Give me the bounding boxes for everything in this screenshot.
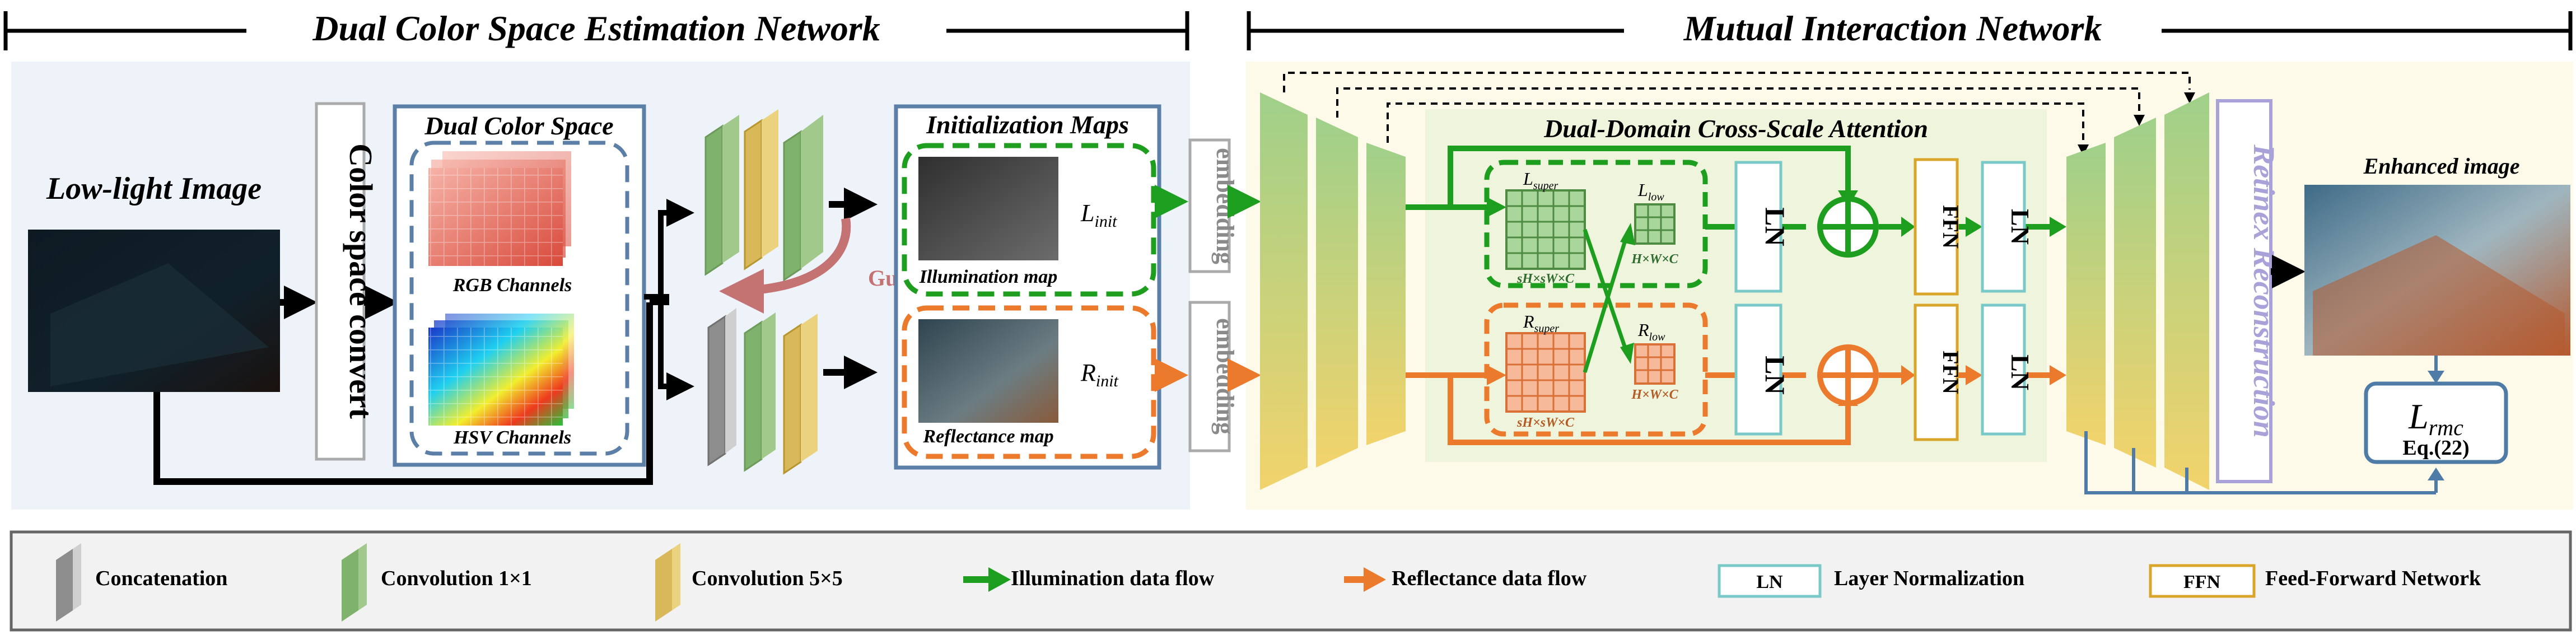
rgb-channels-stack — [428, 151, 571, 266]
legend-conv1-label: Convolution 1×1 — [381, 567, 532, 590]
legend-ffn-swatch — [2149, 564, 2256, 598]
legend-ln-label: Layer Normalization — [1834, 567, 2024, 590]
hsv-channels-label: HSV Channels — [453, 427, 571, 448]
dual-to-conv-arrows — [644, 199, 694, 400]
refl-attention-frame — [1484, 302, 1708, 437]
L-super-symbol: Lsuper — [1523, 169, 1558, 192]
decoder-stack — [2066, 92, 2209, 490]
legend-ln-swatch — [1718, 564, 1822, 598]
R-low-symbol: Rlow — [1637, 320, 1665, 343]
right-section-title: Mutual Interaction Network — [1683, 8, 2102, 48]
color-space-convert-label: Color space convert — [343, 143, 379, 419]
ffn-block-1-label: FFN — [1938, 205, 1963, 249]
legend-ln-badge: LN — [1756, 572, 1783, 592]
guide-arrow — [719, 217, 851, 314]
skip-connections — [1283, 72, 2191, 143]
ln-block-4-label: LN — [2006, 354, 2034, 390]
illumination-map-label: Illumination map — [919, 267, 1058, 287]
right-section-header: Mutual Interaction Network — [1247, 8, 2573, 52]
ln-block-2 — [1734, 304, 1782, 436]
legend-ffn-label: Feed-Forward Network — [2265, 567, 2481, 590]
dual-color-space-inner — [409, 141, 629, 456]
initialization-maps-title: Initialization Maps — [926, 110, 1129, 139]
cross-arrow-illum — [1583, 228, 1629, 354]
legend-concat-label: Concatenation — [95, 567, 227, 590]
dual-color-space-title: Dual Color Space — [424, 111, 613, 140]
ln-block-1 — [1734, 161, 1782, 293]
legend-refl-flow-label: Reflectance data flow — [1392, 567, 1587, 590]
refl-branch-paths — [1406, 372, 2050, 445]
cross-arrow-refl — [1583, 234, 1629, 373]
illumination-map-frame — [902, 143, 1156, 297]
ffn-block-2-label: FFN — [1938, 351, 1963, 394]
legend-conv5-label: Convolution 5×5 — [692, 567, 843, 590]
reflectance-conv-stack — [707, 308, 818, 475]
legend-illum-flow-swatch — [963, 567, 1011, 592]
legend-ffn-badge: FFN — [2183, 572, 2221, 592]
ffn-block-1 — [1914, 158, 1959, 296]
reflectance-map-frame — [902, 305, 1156, 459]
ffn-block-2 — [1914, 304, 1959, 441]
legend-refl-flow-swatch — [1344, 567, 1386, 592]
R-super-dim: sH×sW×C — [1516, 415, 1575, 430]
illum-embedding-label: embedding — [1211, 148, 1239, 264]
input-skip-line — [153, 302, 653, 485]
illumination-map-image — [918, 157, 1058, 260]
left-section-header: Dual Color Space Estimation Network — [3, 8, 1189, 52]
R-super-grid — [1505, 332, 1586, 413]
R-low-dim: H×W×C — [1631, 387, 1678, 402]
encoder-stack — [1260, 92, 1406, 490]
left-section-title: Dual Color Space Estimation Network — [312, 8, 880, 48]
R-low-grid — [1634, 343, 1676, 385]
illum-attention-frame — [1484, 160, 1708, 288]
illum-embedding-box — [1188, 138, 1231, 273]
R-super-symbol: Rsuper — [1523, 311, 1559, 335]
refl-add-node — [1817, 344, 1879, 406]
loss-symbol: Lrmc — [2408, 396, 2463, 440]
L-super-grid — [1505, 189, 1586, 270]
loss-box — [2364, 381, 2508, 464]
ln-block-3-label: LN — [2006, 209, 2034, 245]
rgb-channels-label: RGB Channels — [452, 275, 572, 296]
loss-equation: Eq.(22) — [2402, 436, 2469, 460]
retinex-reconstruction-label: Retinex Reconstruction — [2247, 144, 2281, 438]
ln-block-3 — [1981, 161, 2026, 293]
reflectance-map-image — [918, 319, 1058, 423]
L-init-symbol: Linit — [1080, 199, 1117, 231]
L-low-symbol: Llow — [1637, 180, 1664, 203]
illum-add-node — [1817, 196, 1879, 258]
R-init-symbol: Rinit — [1080, 359, 1119, 390]
skip-arrowheads — [2078, 92, 2195, 156]
illumination-conv-stack — [704, 109, 823, 282]
enhanced-image-label: Enhanced image — [2363, 153, 2520, 179]
L-low-dim: H×W×C — [1631, 252, 1678, 267]
L-super-dim: sH×sW×C — [1516, 272, 1575, 286]
input-image-label: Low-light Image — [46, 171, 262, 206]
legend-conv1-swatch — [342, 543, 367, 622]
retinex-reconstruction-box — [2216, 99, 2272, 483]
ln-block-1-label: LN — [1760, 207, 1791, 246]
legend-concat-swatch — [56, 543, 81, 622]
legend-box — [10, 530, 2572, 632]
ln-block-4 — [1981, 304, 2026, 436]
legend-illum-flow-label: Illumination data flow — [1011, 567, 1215, 590]
legend-conv5-swatch — [655, 543, 680, 622]
ln-block-2-label: LN — [1760, 356, 1791, 394]
attention-title: Dual-Domain Cross-Scale Attention — [1543, 114, 1928, 143]
color-space-convert-box — [315, 102, 366, 461]
L-low-grid — [1634, 203, 1676, 245]
decoder-to-loss-lines — [2084, 431, 2438, 494]
hsv-channels-stack — [428, 314, 574, 426]
reflectance-map-label: Reflectance map — [922, 426, 1053, 447]
